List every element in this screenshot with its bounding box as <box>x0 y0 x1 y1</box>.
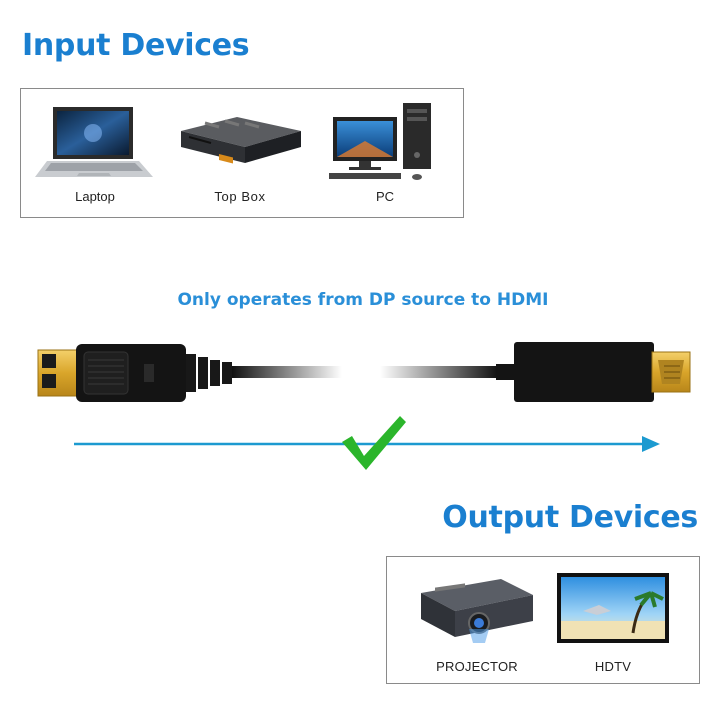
top-box-label: Top Box <box>214 189 266 204</box>
output-devices-panel: PROJECTOR HDTV <box>386 556 700 684</box>
set-top-box-icon <box>181 117 301 164</box>
hdmi-connector <box>496 342 691 402</box>
direction-arrow <box>0 410 720 480</box>
displayport-connector <box>37 344 232 402</box>
cable-illustration <box>0 330 720 420</box>
input-devices-panel: Laptop Top Box <box>20 88 464 218</box>
dp-to-hdmi-caption: Only operates from DP source to HDMI <box>177 290 549 310</box>
laptop-icon <box>35 107 153 177</box>
laptop-device: Laptop <box>35 103 155 213</box>
output-devices-heading: Output Devices <box>442 500 698 535</box>
top-box-device: Top Box <box>175 103 305 213</box>
projector-label: PROJECTOR <box>436 659 518 674</box>
projector-icon <box>421 579 533 643</box>
pc-label: PC <box>375 189 395 204</box>
checkmark-icon <box>338 412 408 474</box>
tv-icon <box>557 573 669 643</box>
projector-device: PROJECTOR <box>411 571 543 679</box>
hdtv-label: HDTV <box>594 659 632 674</box>
laptop-label: Laptop <box>75 189 115 204</box>
hdtv-device: HDTV <box>553 571 673 679</box>
pc-device: PC <box>325 99 445 213</box>
desktop-pc-icon <box>329 103 431 180</box>
input-devices-heading: Input Devices <box>22 28 250 63</box>
